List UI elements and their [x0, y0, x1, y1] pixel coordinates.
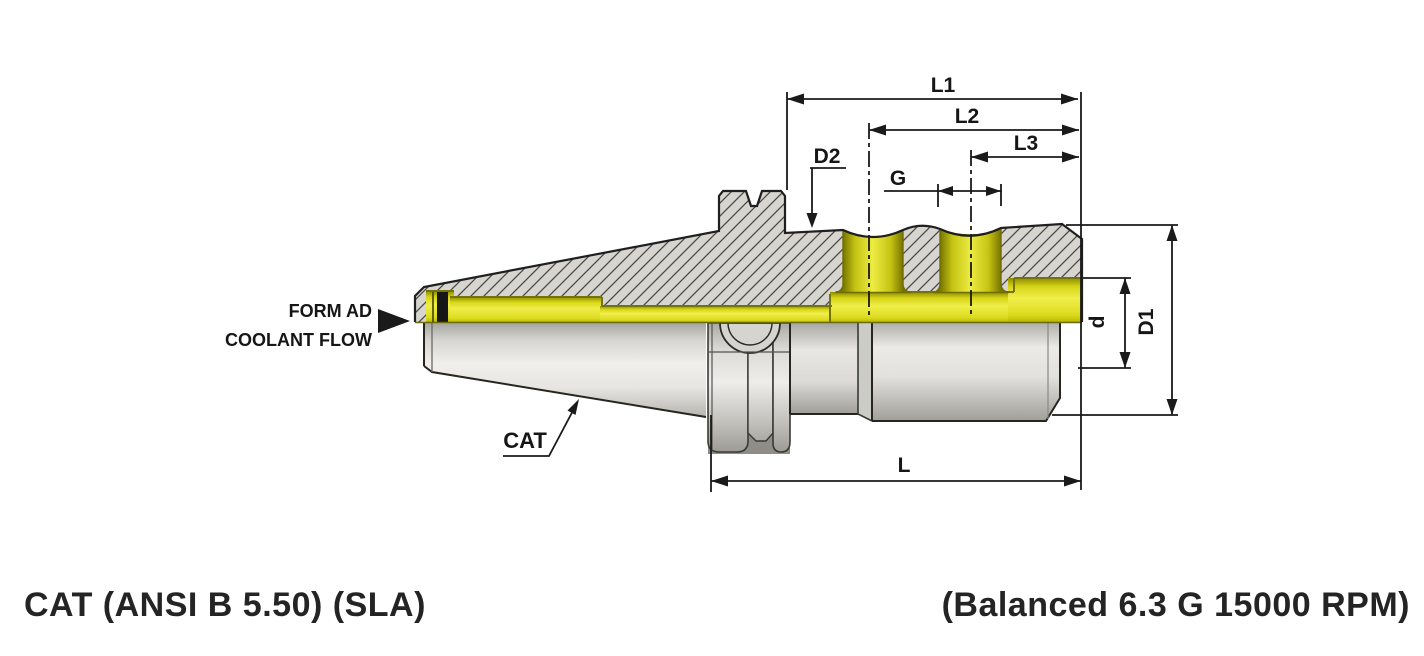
ball-track-inner [727, 322, 773, 346]
dim-label-g: G [890, 167, 906, 190]
dim-label-l: L [898, 454, 911, 477]
dimension-labels: L1 L2 L3 D2 G d D1 L [814, 74, 1158, 477]
coolant-flow-arrow [378, 309, 410, 333]
spec-title-right: (Balanced 6.3 G 15000 RPM) [941, 586, 1410, 624]
coolant-flow-label-line2: COOLANT FLOW [225, 330, 372, 350]
dim-label-d: d [1086, 316, 1109, 329]
taper-cone [424, 323, 706, 417]
coolant-port-1 [834, 229, 912, 294]
dim-label-d2: D2 [814, 145, 841, 168]
ball-track-outer [719, 322, 781, 354]
v-flange [707, 322, 791, 454]
coolant-flow-label-line1: FORM AD [289, 301, 372, 321]
dimension-arrowheads [378, 93, 1178, 487]
dim-label-l3: L3 [1014, 132, 1039, 155]
hatched-section [415, 191, 1082, 322]
dim-label-d1: D1 [1135, 308, 1158, 335]
dim-label-l1: L1 [931, 74, 956, 97]
body-cylinder [872, 323, 1060, 421]
section-outline [413, 189, 1084, 322]
taper-type-label: CAT [503, 428, 547, 453]
section-view [413, 189, 1084, 324]
step-ring [858, 323, 872, 421]
dimension-lines [503, 92, 1178, 492]
coolant-tube-seal [437, 291, 448, 323]
dim-label-l2: L2 [955, 105, 980, 128]
coolant-bore [426, 277, 1082, 323]
neck-cylinder [790, 323, 858, 414]
spec-title-left: CAT (ANSI B 5.50) (SLA) [24, 586, 426, 624]
callout-labels: FORM AD COOLANT FLOW CAT [225, 301, 547, 453]
